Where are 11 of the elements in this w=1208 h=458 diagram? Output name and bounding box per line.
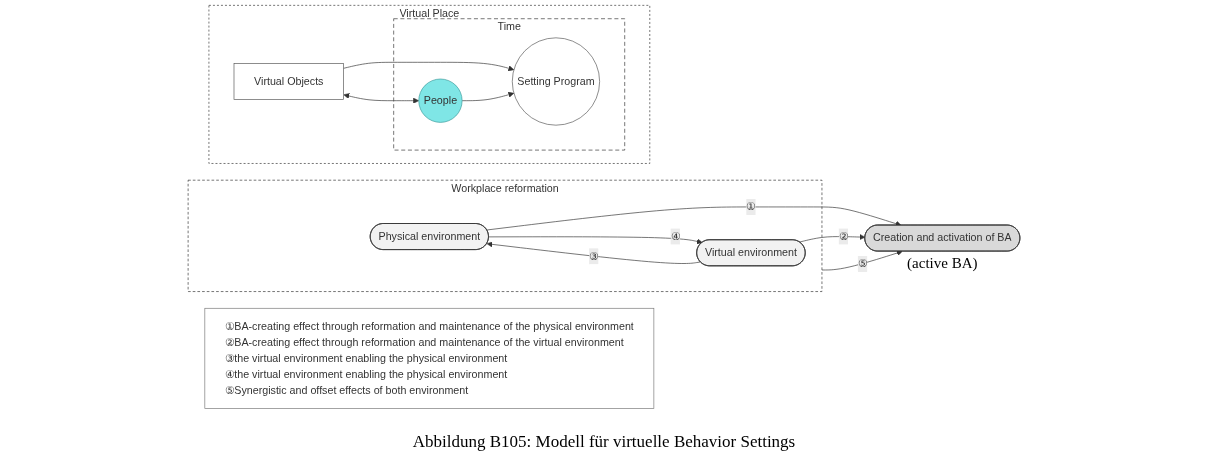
edge-label: ③ (589, 250, 599, 262)
node-circle: People (418, 78, 463, 123)
edge-label: ④ (670, 230, 680, 242)
node-circle: Setting Program (511, 37, 600, 126)
caption: Abbildung B105: Modell für virtuelle Behavior Settings (412, 431, 796, 453)
edge-label: ① (746, 200, 756, 213)
edge-label: ② (838, 230, 849, 242)
node-box: Virtual Objects (233, 63, 344, 100)
node-caption: (active BA) (907, 255, 978, 273)
edge-label: ⑤ (857, 257, 868, 270)
node-box: ①BA-creating effect through reformation and maintenance of the physical environment ②BA-creating effect through reformation and maintenance of the virtual environment ③the virtual environment enabling the physical environment ④the virtual environment enabling the physical environment ⑤Synergistic and offset effects of both environment (204, 307, 655, 409)
